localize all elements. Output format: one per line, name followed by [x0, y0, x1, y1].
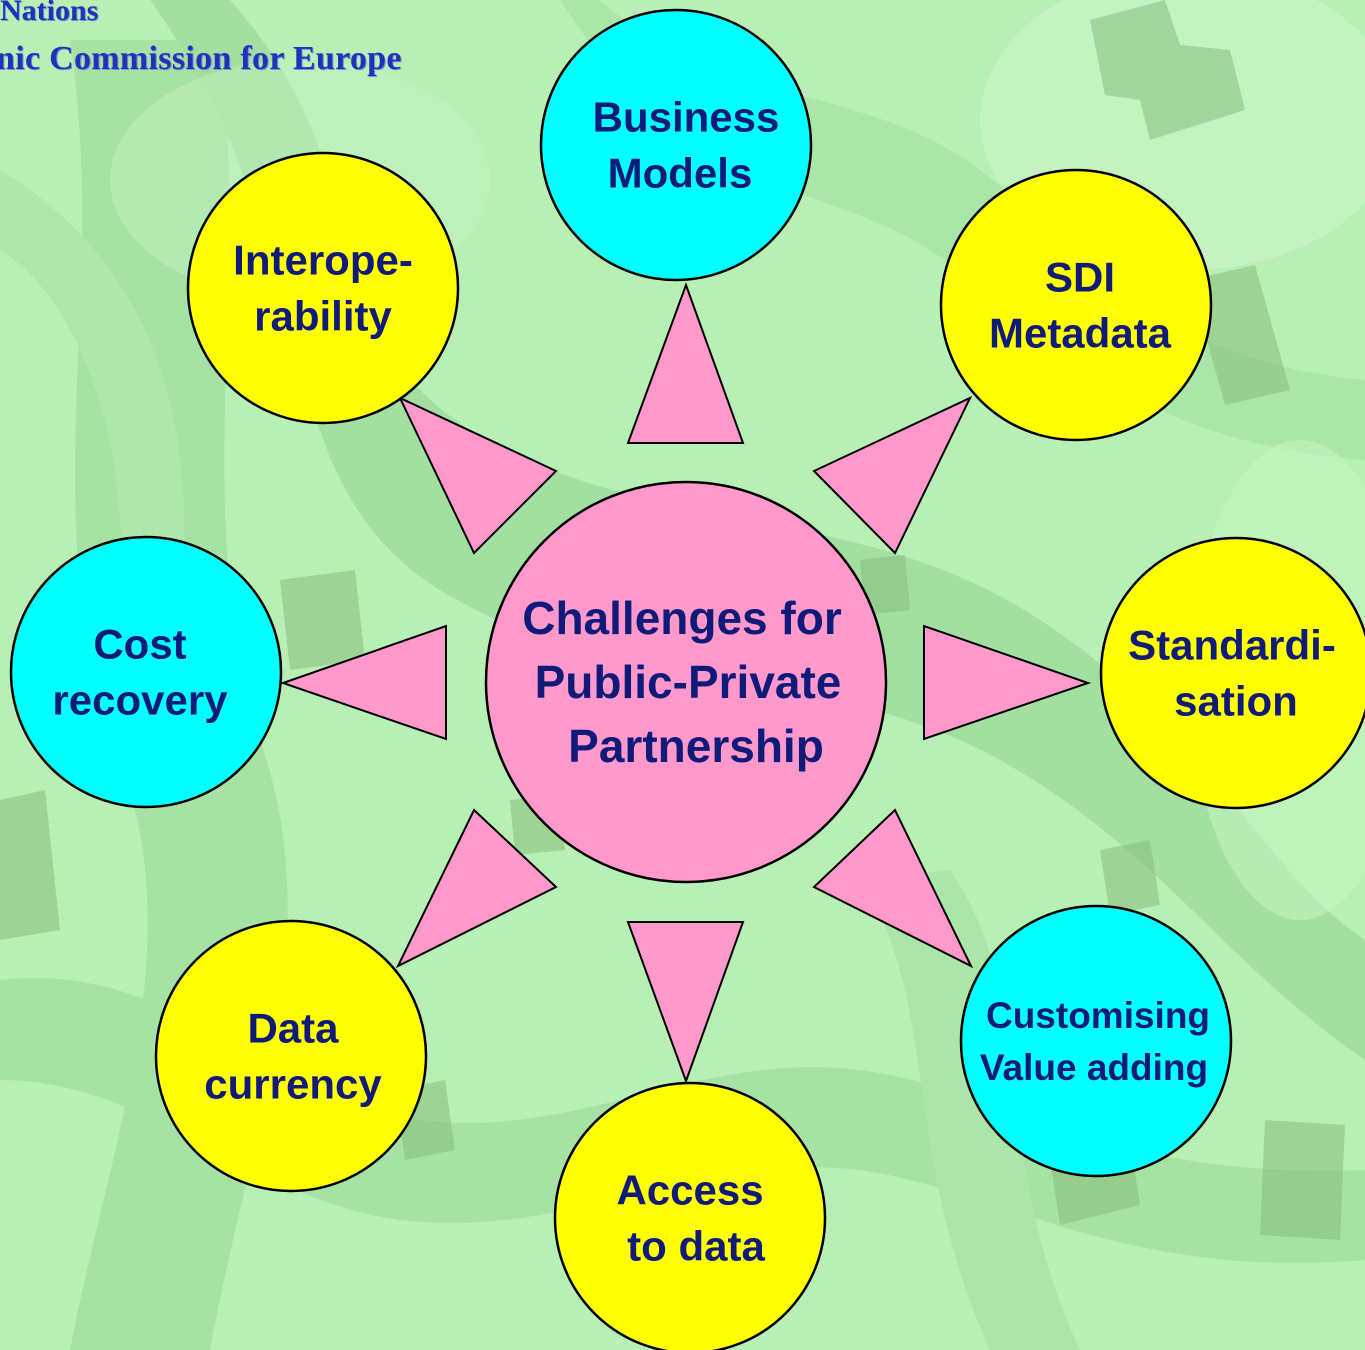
- cost-recovery-arrow: [279, 624, 447, 741]
- standardisation-label-line-1: Standardi-: [1128, 622, 1336, 669]
- standardisation-bubble: Standardi-sation: [1099, 536, 1365, 810]
- sdi-metadata-circle: [939, 168, 1213, 442]
- sdi-metadata-label-line-1: SDI: [1045, 254, 1115, 301]
- background-block: [1090, 0, 1245, 140]
- center-label-line-1: Challenges for: [522, 592, 842, 644]
- business-models-label-line-1: Business: [593, 94, 780, 141]
- cost-recovery-bubble: Cost recovery: [9, 535, 283, 809]
- organization-name-line-1: Nations: [0, 0, 99, 27]
- access-to-data-bubble: Access to data: [553, 1081, 827, 1350]
- background-block: [1260, 1120, 1345, 1240]
- background-block: [1190, 265, 1290, 405]
- standardisation-arrow: [923, 624, 1092, 741]
- standardisation-circle: [1099, 536, 1365, 810]
- data-currency-arrow: [395, 808, 558, 969]
- access-to-data-label-line-1: Access: [616, 1167, 763, 1214]
- access-to-data-arrow: [626, 921, 745, 1084]
- background-blocks: [0, 0, 1345, 1240]
- organization-name-line-2: nic Commission for Europe: [0, 40, 402, 77]
- interoperability-circle: [186, 151, 460, 425]
- background-block: [860, 555, 910, 615]
- standardisation-label-line-2: sation: [1174, 678, 1298, 725]
- interoperability-bubble: Interope-rability: [186, 151, 460, 425]
- access-to-data-circle: [553, 1081, 827, 1350]
- interoperability-arrow: [397, 395, 558, 555]
- data-currency-circle: [154, 919, 428, 1193]
- interoperability-label-line-2: rability: [254, 293, 392, 340]
- interoperability-label-line-1: Interope-: [233, 237, 413, 284]
- background-block: [1100, 840, 1160, 915]
- customising-value-adding-circle: [959, 904, 1233, 1178]
- business-models-circle: [539, 8, 813, 282]
- background-stripe: [0, 170, 185, 600]
- business-models-arrow: [626, 282, 745, 444]
- customising-value-adding-arrow: [812, 808, 974, 969]
- customising-value-adding-label-line-1: Customising: [986, 995, 1210, 1036]
- sdi-metadata-label-line-2: Metadata: [989, 310, 1172, 357]
- data-currency-label-line-1: Data: [247, 1005, 339, 1052]
- sdi-metadata-arrow: [812, 395, 973, 555]
- sdi-metadata-bubble: SDI Metadata: [939, 168, 1213, 442]
- access-to-data-label-line-2: to data: [627, 1223, 765, 1270]
- background-block: [280, 570, 365, 670]
- background-stripe: [860, 870, 1080, 1350]
- cost-recovery-label-line-2: recovery: [52, 677, 228, 724]
- cost-recovery-circle: [9, 535, 283, 809]
- arrow-group: [279, 282, 1092, 1084]
- business-models-label-line-2: Models: [608, 150, 753, 197]
- customising-value-adding-label-line-2: Value adding: [980, 1047, 1208, 1088]
- data-currency-label-line-2: currency: [204, 1061, 382, 1108]
- center-label-line-3: Partnership: [568, 720, 824, 772]
- background-block: [0, 790, 60, 940]
- cost-recovery-label-line-1: Cost: [93, 621, 186, 668]
- center-bubble-circle: [484, 480, 888, 884]
- center-label-line-2: Public-Private: [535, 656, 842, 708]
- data-currency-bubble: Data currency: [154, 919, 428, 1193]
